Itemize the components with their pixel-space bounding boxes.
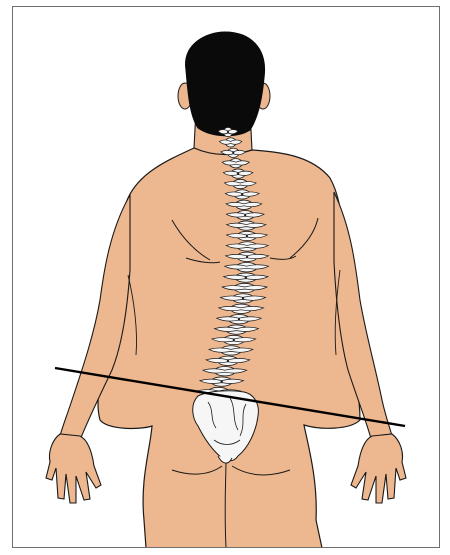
spinous-process bbox=[232, 152, 234, 154]
spinous-process bbox=[245, 277, 247, 279]
spinous-process bbox=[242, 297, 244, 299]
hair bbox=[186, 32, 265, 136]
spinous-process bbox=[233, 339, 235, 341]
spinous-process bbox=[241, 193, 243, 195]
spinous-process bbox=[221, 381, 223, 383]
spinous-process bbox=[246, 256, 248, 258]
spinous-process bbox=[246, 235, 248, 237]
spinous-process bbox=[237, 173, 239, 175]
spinous-process bbox=[244, 214, 246, 216]
right-hand bbox=[351, 434, 406, 503]
spinous-process bbox=[227, 360, 229, 362]
spinous-process bbox=[227, 131, 229, 133]
left-hand bbox=[46, 434, 101, 503]
spinous-process bbox=[238, 318, 240, 320]
